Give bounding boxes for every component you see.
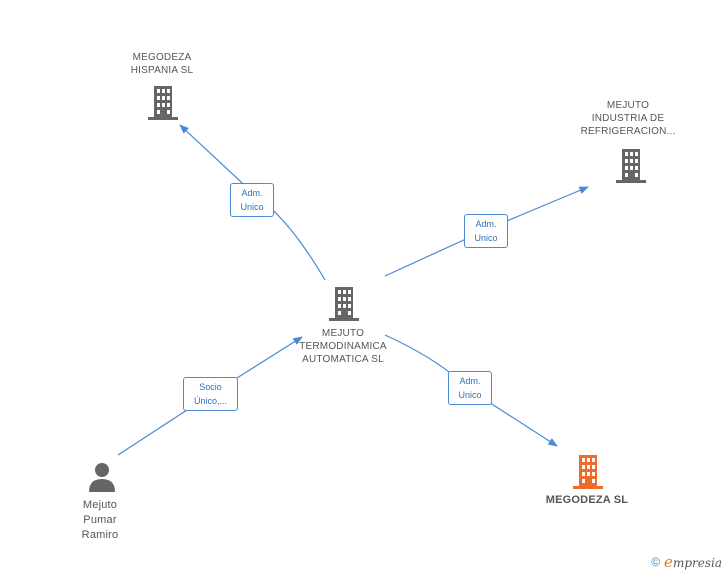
edge-label-line: Unico [474,233,498,243]
edge-label-line: Unico [240,202,264,212]
building-icon[interactable] [329,287,359,321]
node-label-megodeza-hispania[interactable]: MEGODEZA HISPANIA SL [112,51,212,77]
edge-label-line: Unico [458,390,482,400]
edge-label-from-person[interactable]: Socio Único,... [183,377,238,411]
brand-initial: e [664,553,673,571]
brand-logo: empresia [664,553,722,571]
label-line: HISPANIA SL [130,65,194,76]
edge-label-to-hispania[interactable]: Adm. Unico [230,183,274,217]
label-line: MEJUTO [606,100,650,111]
brand-name: mpresia [672,556,722,570]
node-label-mejuto-industria[interactable]: MEJUTO INDUSTRIA DE REFRIGERACION... [573,99,683,138]
label-line: Pumar [83,514,117,526]
edge-label-line: Adm. [459,376,481,386]
focus-building-icon[interactable] [573,455,603,489]
label-line: AUTOMATICA SL [302,354,384,365]
label-line: INDUSTRIA DE [591,113,665,124]
copyright-icon: © [651,555,661,569]
footer-brand[interactable]: © empresia [651,553,722,571]
building-icon[interactable] [148,86,178,120]
node-label-megodeza-sl[interactable]: MEGODEZA SL [535,494,639,507]
label-line: TERMODINAMICA [299,341,387,352]
person-icon[interactable] [87,462,117,492]
label-line: REFRIGERACION... [580,126,676,137]
node-label-mejuto-pumar[interactable]: Mejuto Pumar Ramiro [62,498,138,543]
node-label-mejuto-termodinamica[interactable]: MEJUTO TERMODINAMICA AUTOMATICA SL [288,327,398,366]
edge-label-line: Único,... [193,396,227,406]
edge-label-line: Adm. [475,219,497,229]
edge-label-to-megodeza-sl[interactable]: Adm. Unico [448,371,492,405]
label-line: MEGODEZA SL [545,494,629,506]
edge-label-line: Socio [199,382,222,392]
building-icon[interactable] [616,149,646,183]
label-line: MEJUTO [321,328,365,339]
edge-label-to-industria[interactable]: Adm. Unico [464,214,508,248]
label-line: Ramiro [81,529,119,541]
label-line: MEGODEZA [132,52,192,63]
edge-label-line: Adm. [241,188,263,198]
label-line: Mejuto [82,499,118,511]
